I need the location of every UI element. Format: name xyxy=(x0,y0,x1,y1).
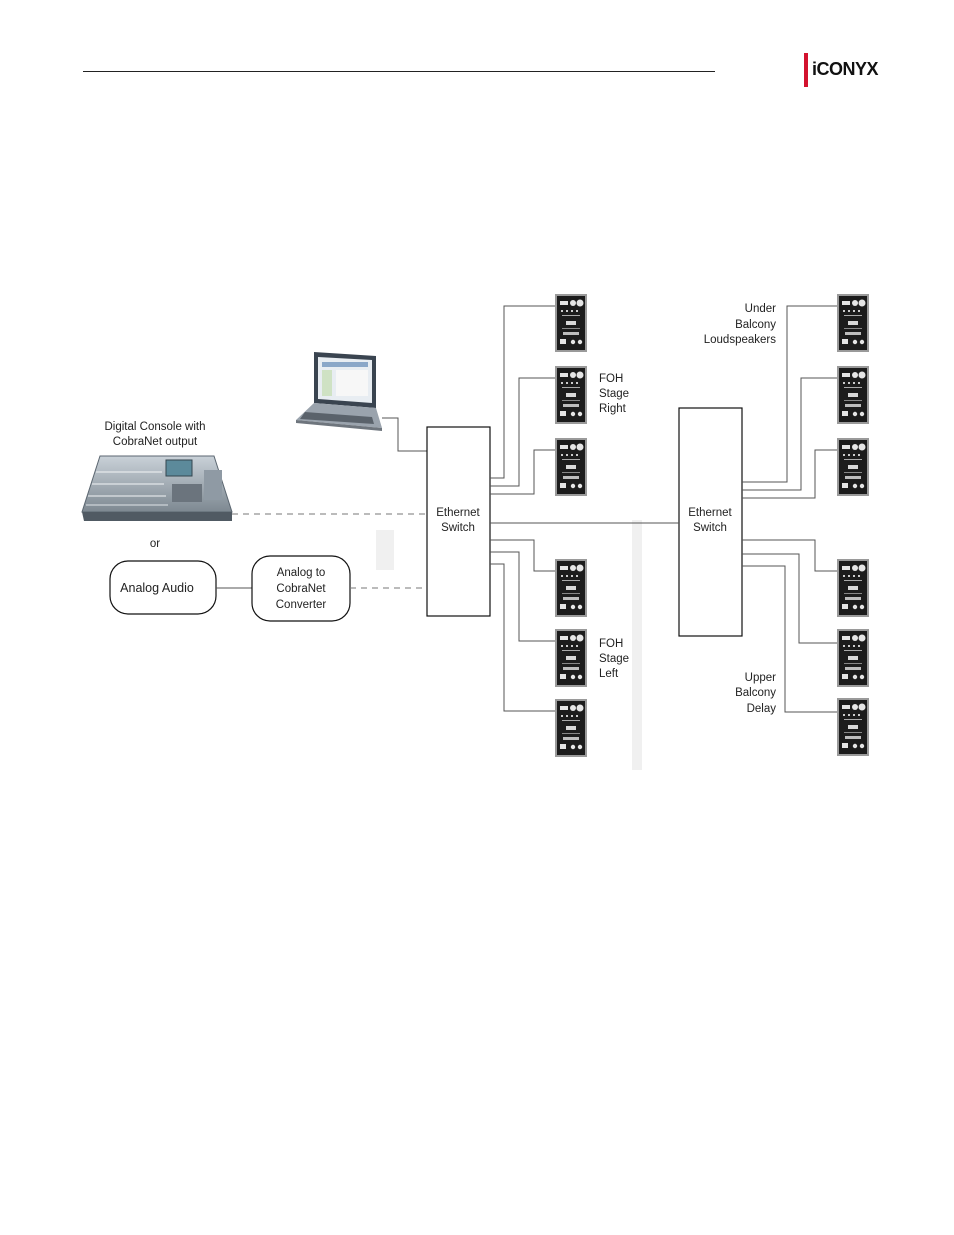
switch2-line2: Switch xyxy=(693,522,727,534)
loudspeaker-controller-icon xyxy=(556,295,586,351)
switch1-line2: Switch xyxy=(441,522,475,534)
loudspeaker-controller-icon xyxy=(838,367,868,423)
converter-line1: Analog to xyxy=(277,567,326,579)
foh-left-line2: Stage xyxy=(599,653,629,665)
upper-balcony-line3: Delay xyxy=(747,703,777,715)
under-balcony-line3: Loudspeakers xyxy=(704,334,776,346)
upper-balcony-line2: Balcony xyxy=(735,687,776,699)
loudspeaker-controller-icon xyxy=(838,630,868,686)
loudspeaker-controller-icon xyxy=(556,630,586,686)
converter-line3: Converter xyxy=(276,599,327,611)
foh-left-line1: FOH xyxy=(599,638,623,650)
loudspeaker-controller-icon xyxy=(838,699,868,755)
converter-line2: CobraNet xyxy=(276,583,326,595)
loudspeaker-controller-icon xyxy=(556,367,586,423)
analog-audio-label: Analog Audio xyxy=(120,581,194,595)
loudspeaker-controller-icon xyxy=(556,700,586,756)
mixing-console-icon xyxy=(82,456,232,521)
loudspeaker-controller-icon xyxy=(556,439,586,495)
loudspeaker-controller-icon xyxy=(838,439,868,495)
loudspeaker-controller-icon xyxy=(556,560,586,616)
switch1-connections xyxy=(490,306,556,711)
console-label-line1: Digital Console with xyxy=(105,421,206,433)
under-balcony-line1: Under xyxy=(745,303,776,315)
upper-balcony-line1: Upper xyxy=(745,672,776,684)
under-balcony-line2: Balcony xyxy=(735,319,776,331)
loudspeaker-controller-icon xyxy=(838,560,868,616)
switch2-connections xyxy=(742,306,838,712)
loudspeaker-controller-icon xyxy=(838,295,868,351)
laptop-link xyxy=(382,418,427,451)
foh-right-line1: FOH xyxy=(599,373,623,385)
switch1-line1: Ethernet xyxy=(436,507,480,519)
foh-right-line3: Right xyxy=(599,403,627,415)
foh-right-line2: Stage xyxy=(599,388,629,400)
laptop-icon xyxy=(296,352,382,431)
foh-left-line3: Left xyxy=(599,668,619,680)
console-label-line2: CobraNet output xyxy=(113,436,198,448)
switch2-line1: Ethernet xyxy=(688,507,732,519)
or-label: or xyxy=(150,538,160,550)
